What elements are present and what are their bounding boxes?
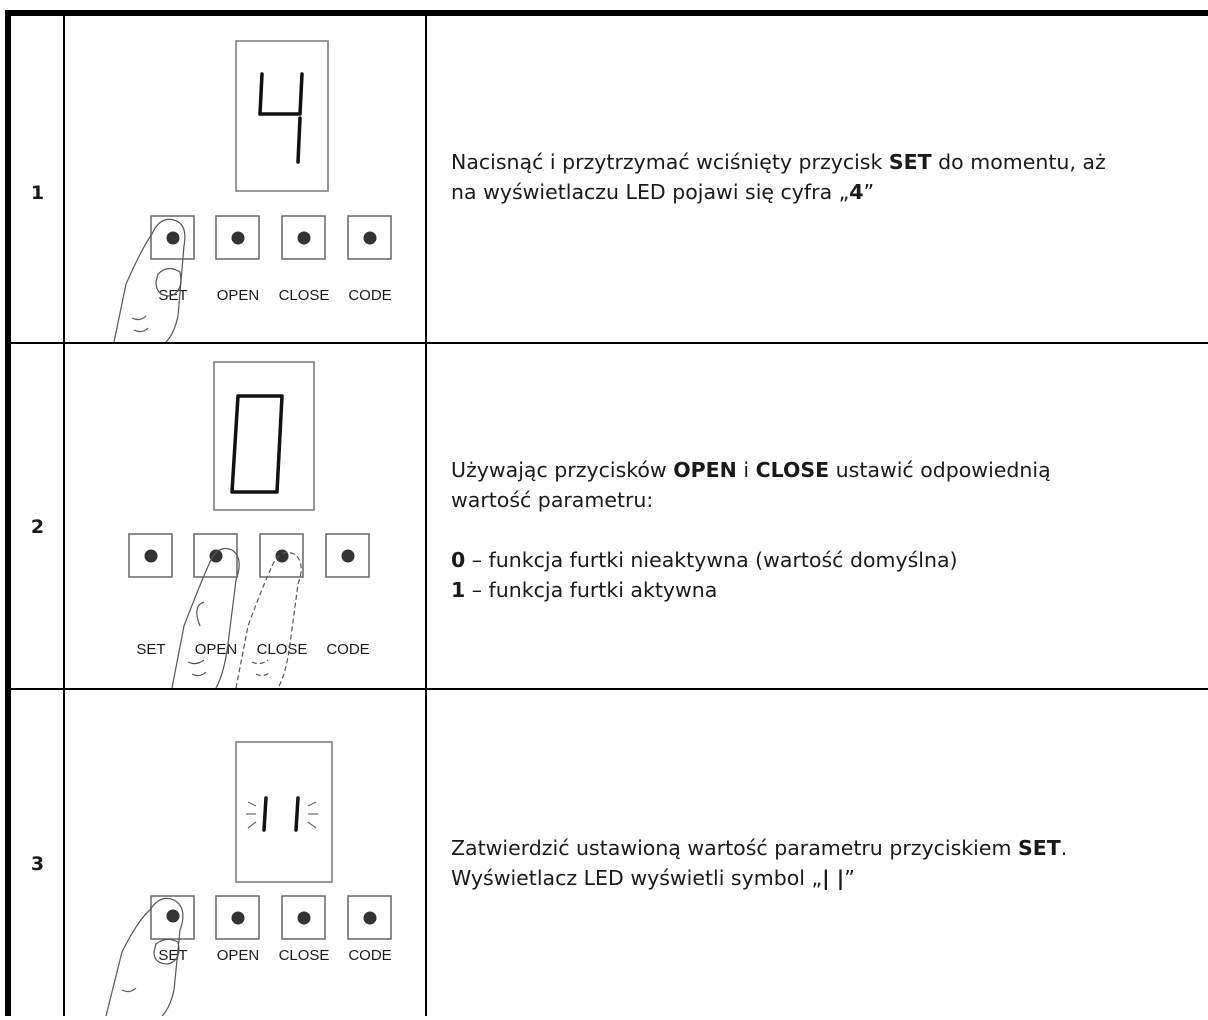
set-button-dot bbox=[144, 549, 158, 563]
bold-keyword: CLOSE bbox=[755, 458, 830, 482]
open-label: OPEN bbox=[217, 287, 260, 304]
description-line: na wyświetlaczu LED pojawi się cyfra „4” bbox=[451, 177, 1208, 207]
text-span: ” bbox=[863, 180, 875, 204]
bold-keyword: OPEN bbox=[673, 458, 737, 482]
open-label: OPEN bbox=[217, 947, 260, 964]
control-panel-illustration: SET OPEN CLOSE CODE bbox=[76, 16, 436, 343]
open-button-dot bbox=[231, 911, 245, 925]
text-span: Zatwierdzić ustawioną wartość parametru … bbox=[451, 836, 1018, 860]
set-button bbox=[150, 215, 195, 260]
step-number: 2 bbox=[30, 516, 45, 538]
finger-icon bbox=[235, 551, 302, 689]
row-divider-2 bbox=[11, 688, 1208, 690]
bold-keyword: SET bbox=[1017, 836, 1061, 860]
bold-keyword: 4 bbox=[849, 180, 864, 204]
code-button-dot bbox=[363, 911, 377, 925]
close-button-dot bbox=[297, 911, 311, 925]
close-button-dot bbox=[297, 231, 311, 245]
step-description: Używając przycisków OPEN i CLOSE ustawić… bbox=[451, 455, 1208, 605]
open-button-dot bbox=[231, 231, 245, 245]
column-divider-2 bbox=[425, 16, 427, 1016]
close-label: CLOSE bbox=[257, 641, 308, 658]
code-label: CODE bbox=[348, 287, 391, 304]
table-left-border bbox=[5, 10, 11, 1016]
spacer bbox=[451, 515, 1208, 545]
finger-icon bbox=[113, 218, 186, 343]
set-button bbox=[150, 895, 195, 940]
finger-icon bbox=[105, 897, 184, 1017]
text-span: Wyświetlacz LED wyświetli symbol „ bbox=[451, 866, 823, 890]
bold-keyword: | | bbox=[822, 866, 845, 890]
close-button-dot bbox=[275, 549, 289, 563]
description-line: Używając przycisków OPEN i CLOSE ustawić… bbox=[451, 455, 1208, 485]
text-span: na wyświetlaczu LED pojawi się cyfra „ bbox=[451, 180, 850, 204]
open-button-dot bbox=[209, 549, 223, 563]
table-row: 2 SET OPEN CLOSE CODE bbox=[11, 344, 1208, 689]
open-label: OPEN bbox=[195, 641, 238, 658]
text-span: wartość parametru: bbox=[451, 488, 654, 512]
table-row: 1 SET OPEN CLOSE bbox=[11, 16, 1208, 343]
text-span: ” bbox=[844, 866, 855, 890]
description-line: Zatwierdzić ustawioną wartość parametru … bbox=[451, 833, 1208, 863]
code-button-dot bbox=[363, 231, 377, 245]
step-description: Zatwierdzić ustawioną wartość parametru … bbox=[451, 833, 1208, 893]
control-panel-illustration: SET OPEN CLOSE CODE bbox=[76, 690, 436, 1017]
code-label: CODE bbox=[326, 641, 369, 658]
text-span: . bbox=[1060, 836, 1068, 860]
code-button-dot bbox=[341, 549, 355, 563]
set-label: SET bbox=[158, 947, 187, 964]
description-line: Wyświetlacz LED wyświetli symbol „| |” bbox=[451, 863, 1208, 893]
option-text: – funkcja furtki aktywna bbox=[465, 578, 718, 602]
close-label: CLOSE bbox=[279, 287, 330, 304]
row-divider-1 bbox=[11, 342, 1208, 344]
option-line: 0 – funkcja furtki nieaktywna (wartość d… bbox=[451, 545, 1208, 575]
description-line: wartość parametru: bbox=[451, 485, 1208, 515]
set-button-dot bbox=[166, 909, 180, 923]
text-span: do momentu, aż bbox=[931, 150, 1106, 174]
description-line: Nacisnąć i przytrzymać wciśnięty przycis… bbox=[451, 147, 1208, 177]
step-number: 1 bbox=[30, 182, 45, 204]
table-row: 3 bbox=[11, 690, 1208, 1017]
option-line: 1 – funkcja furtki aktywna bbox=[451, 575, 1208, 605]
column-divider-1 bbox=[63, 16, 65, 1016]
table-top-border bbox=[5, 10, 1208, 16]
text-span: i bbox=[736, 458, 756, 482]
blinking-bars-glyph bbox=[262, 796, 300, 832]
code-label: CODE bbox=[348, 947, 391, 964]
set-button-dot bbox=[166, 231, 180, 245]
option-value: 0 bbox=[451, 548, 466, 572]
blink-rays-icon bbox=[246, 801, 318, 829]
close-label: CLOSE bbox=[279, 947, 330, 964]
step-description: Nacisnąć i przytrzymać wciśnięty przycis… bbox=[451, 147, 1208, 207]
led-display bbox=[235, 741, 333, 883]
finger-icon bbox=[171, 547, 240, 689]
text-span: Nacisnąć i przytrzymać wciśnięty przycis… bbox=[451, 150, 889, 174]
option-value: 1 bbox=[451, 578, 466, 602]
option-text: – funkcja furtki nieaktywna (wartość dom… bbox=[465, 548, 958, 572]
text-span: ustawić odpowiednią bbox=[829, 458, 1051, 482]
control-panel-illustration: SET OPEN CLOSE CODE bbox=[76, 344, 436, 689]
led-display bbox=[213, 361, 315, 511]
set-label: SET bbox=[136, 641, 165, 658]
text-span: Używając przycisków bbox=[451, 458, 674, 482]
led-display bbox=[235, 40, 329, 192]
digit-0-glyph bbox=[230, 394, 284, 494]
digit-4-glyph bbox=[258, 72, 304, 164]
step-number: 3 bbox=[30, 853, 45, 875]
bold-keyword: SET bbox=[888, 150, 932, 174]
